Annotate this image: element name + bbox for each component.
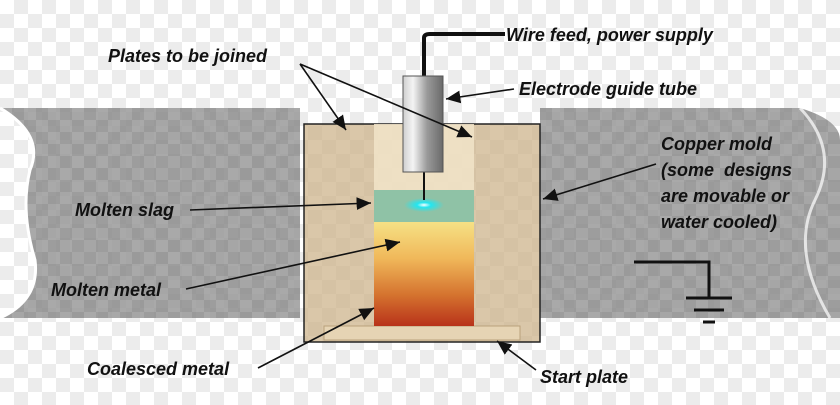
label-copper-1: Copper mold — [661, 134, 773, 154]
arrow-electrode — [445, 88, 515, 104]
ground-symbol-icon — [686, 296, 732, 324]
arrow-coalesced — [257, 307, 375, 369]
label-molten-slag: Molten slag — [75, 200, 174, 220]
molten-metal — [374, 222, 474, 326]
arrow-slag — [189, 197, 372, 211]
label-coalesced: Coalesced metal — [87, 359, 230, 379]
right-plate — [540, 108, 840, 318]
label-electrode: Electrode guide tube — [519, 79, 697, 99]
label-wire-feed: Wire feed, power supply — [506, 25, 714, 45]
start-plate — [323, 325, 521, 341]
label-copper-4: water cooled) — [661, 212, 777, 232]
right-plate-edge — [798, 106, 832, 319]
left-plate — [0, 108, 300, 318]
label-copper-2: (some designs — [661, 160, 792, 180]
label-copper-3: are movable or — [661, 186, 790, 206]
electrode-guide-tube — [402, 75, 444, 173]
arrow-plates-right — [299, 63, 473, 138]
arrow-metal — [185, 238, 401, 290]
arrow-start-plate — [496, 340, 537, 371]
label-plates: Plates to be joined — [108, 46, 268, 66]
label-start-plate: Start plate — [540, 367, 628, 387]
left-plate-edge — [0, 106, 38, 320]
arrow-copper — [542, 163, 657, 201]
arrow-plates-left — [299, 63, 347, 131]
arc-glow — [404, 198, 444, 212]
ground-wire — [634, 260, 711, 298]
label-molten-metal: Molten metal — [51, 280, 162, 300]
wire — [422, 32, 505, 76]
